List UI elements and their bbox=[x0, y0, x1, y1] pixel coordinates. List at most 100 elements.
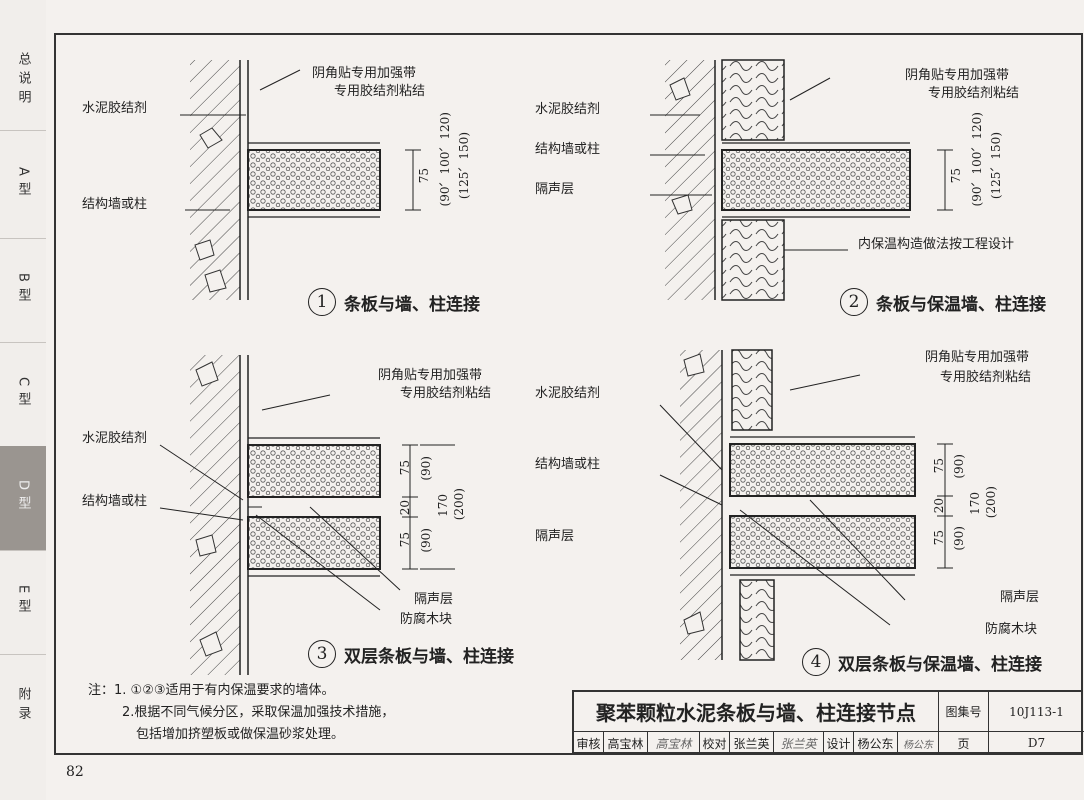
label-reinforce-tape: 阴角贴专用加强带 bbox=[312, 66, 417, 81]
sidebar-tab-label: E型 bbox=[15, 585, 31, 619]
dim-thickness-alt: (90、100、120) bbox=[970, 112, 984, 207]
dim-layer-b-alt: (90) bbox=[952, 526, 966, 551]
detail-title: 条板与保温墙、柱连接 bbox=[876, 294, 1046, 315]
dim-gap: 20 bbox=[398, 500, 412, 516]
note-line-3: 包括增加挤塑板或做保温砂浆处理。 bbox=[136, 727, 345, 742]
detail-3-drawing bbox=[159, 355, 455, 675]
detail-4-caption: 4 双层条板与保温墙、柱连接 bbox=[802, 648, 1042, 676]
detail-number: 2 bbox=[840, 288, 868, 316]
detail-number: 4 bbox=[802, 648, 830, 676]
designer-signature: 杨公东 bbox=[898, 732, 939, 754]
designer: 杨公东 bbox=[854, 732, 898, 754]
detail-2-caption: 2 条板与保温墙、柱连接 bbox=[840, 288, 1046, 316]
label-wood-block: 防腐木块 bbox=[985, 622, 1038, 637]
dim-total-alt: (200) bbox=[984, 486, 998, 519]
detail-title: 条板与墙、柱连接 bbox=[344, 294, 480, 315]
page-code: D7 bbox=[1027, 736, 1046, 750]
notes: 注：1. ①②③适用于有内保温要求的墙体。 2.根据不同气候分区，采取保温加强技… bbox=[88, 680, 394, 746]
detail-number: 1 bbox=[308, 288, 336, 316]
structural-wall-hatch bbox=[190, 60, 240, 300]
label-adhesive: 专用胶结剂粘结 bbox=[928, 86, 1020, 101]
dim-layer-b: 75 bbox=[932, 530, 946, 546]
sidebar-tab-label: D型 bbox=[15, 480, 31, 516]
title-block: 聚苯颗粒水泥条板与墙、柱连接节点 图集号 10J113-1 审核 高宝林 高宝林… bbox=[572, 690, 1084, 754]
detail-1-drawing bbox=[180, 60, 421, 300]
label-cement-binder: 水泥胶结剂 bbox=[82, 431, 148, 446]
label-structural-wall: 结构墙或柱 bbox=[82, 197, 148, 212]
dim-gap: 20 bbox=[932, 498, 946, 514]
design-label: 设计 bbox=[824, 732, 854, 754]
label-insulation: 内保温构造做法按工程设计 bbox=[858, 237, 1015, 252]
check-label: 校对 bbox=[700, 732, 730, 754]
detail-4-drawing bbox=[659, 349, 953, 661]
label-reinforce-tape: 阴角贴专用加强带 bbox=[905, 68, 1010, 83]
sidebar: 总说明 A型 B型 C型 D型 E型 附录 bbox=[0, 0, 46, 800]
drawing-frame bbox=[54, 33, 1083, 755]
note-line-1: 注：1. ①②③适用于有内保温要求的墙体。 bbox=[88, 683, 335, 698]
dim-layer-a-alt: (90) bbox=[419, 456, 433, 481]
reviewer-signature: 高宝林 bbox=[648, 732, 700, 754]
dim-layer-a: 75 bbox=[932, 458, 946, 474]
label-reinforce-tape: 阴角贴专用加强带 bbox=[925, 350, 1030, 365]
dim-thickness-alt: (90、100、120) bbox=[438, 112, 452, 207]
label-sound-layer: 隔声层 bbox=[535, 529, 575, 544]
detail-2-drawing bbox=[650, 59, 953, 301]
page-label: 页 bbox=[939, 732, 989, 754]
label-structural-wall: 结构墙或柱 bbox=[82, 494, 148, 509]
label-wood-block: 防腐木块 bbox=[400, 612, 453, 627]
sidebar-tab-label: 总说明 bbox=[15, 51, 31, 109]
dim-total-alt: (200) bbox=[452, 488, 466, 521]
sidebar-tab-d[interactable]: D型 bbox=[0, 446, 46, 551]
sidebar-tab-e[interactable]: E型 bbox=[0, 550, 46, 655]
sidebar-tab-label: 附录 bbox=[15, 687, 31, 725]
review-label: 审核 bbox=[574, 732, 604, 754]
label-adhesive: 专用胶结剂粘结 bbox=[940, 370, 1032, 385]
note-line-2: 2.根据不同气候分区，采取保温加强技术措施， bbox=[122, 705, 395, 720]
label-structural-wall: 结构墙或柱 bbox=[535, 142, 601, 157]
label-sound-layer: 隔声层 bbox=[1000, 590, 1040, 605]
note-prefix: 注： bbox=[88, 683, 115, 698]
aggregate bbox=[199, 127, 223, 149]
atlas-label: 图集号 bbox=[939, 692, 989, 732]
detail-number: 3 bbox=[308, 640, 336, 668]
label-reinforce-tape: 阴角贴专用加强带 bbox=[378, 368, 483, 383]
atlas-number: 10J113-1 bbox=[989, 692, 1084, 732]
checker: 张兰英 bbox=[730, 732, 774, 754]
dim-layer-b-alt: (90) bbox=[419, 528, 433, 553]
detail-title: 双层条板与墙、柱连接 bbox=[344, 646, 514, 667]
dim-layer-a-alt: (90) bbox=[952, 454, 966, 479]
label-sound-layer: 隔声层 bbox=[414, 592, 454, 607]
dim-thickness-alt2: (125、150) bbox=[989, 132, 1003, 200]
label-structural-wall: 结构墙或柱 bbox=[535, 457, 601, 472]
aggregate bbox=[194, 239, 215, 261]
label-adhesive: 专用胶结剂粘结 bbox=[400, 386, 492, 401]
reviewer: 高宝林 bbox=[604, 732, 648, 754]
checker-signature: 张兰英 bbox=[774, 732, 824, 754]
dim-thickness: 75 bbox=[417, 168, 431, 184]
sidebar-tab-b[interactable]: B型 bbox=[0, 238, 46, 343]
dim-total: 170 bbox=[436, 494, 450, 517]
panel bbox=[247, 149, 381, 211]
dim-total: 170 bbox=[968, 492, 982, 515]
dim-thickness-alt2: (125、150) bbox=[457, 132, 471, 200]
detail-title: 双层条板与保温墙、柱连接 bbox=[838, 654, 1042, 675]
sidebar-tab-label: C型 bbox=[15, 376, 31, 412]
drawing-title: 聚苯颗粒水泥条板与墙、柱连接节点 bbox=[574, 692, 939, 732]
detail-1-caption: 1 条板与墙、柱连接 bbox=[308, 288, 480, 316]
label-cement-binder: 水泥胶结剂 bbox=[535, 386, 601, 401]
label-cement-binder: 水泥胶结剂 bbox=[82, 101, 148, 116]
label-cement-binder: 水泥胶结剂 bbox=[535, 102, 601, 117]
label-sound-layer: 隔声层 bbox=[535, 182, 575, 197]
dim-layer-b: 75 bbox=[398, 532, 412, 548]
dim-layer-a: 75 bbox=[398, 460, 412, 476]
sidebar-tab-appendix[interactable]: 附录 bbox=[0, 654, 46, 758]
dim-thickness: 75 bbox=[949, 168, 963, 184]
label-adhesive: 专用胶结剂粘结 bbox=[334, 84, 426, 99]
sidebar-tab-label: B型 bbox=[15, 273, 31, 307]
sidebar-tab-label: A型 bbox=[15, 167, 31, 201]
sidebar-tab-general[interactable]: 总说明 bbox=[0, 30, 46, 131]
page-number: 82 bbox=[66, 764, 84, 780]
sidebar-tab-a[interactable]: A型 bbox=[0, 130, 46, 239]
aggregate bbox=[204, 269, 227, 293]
